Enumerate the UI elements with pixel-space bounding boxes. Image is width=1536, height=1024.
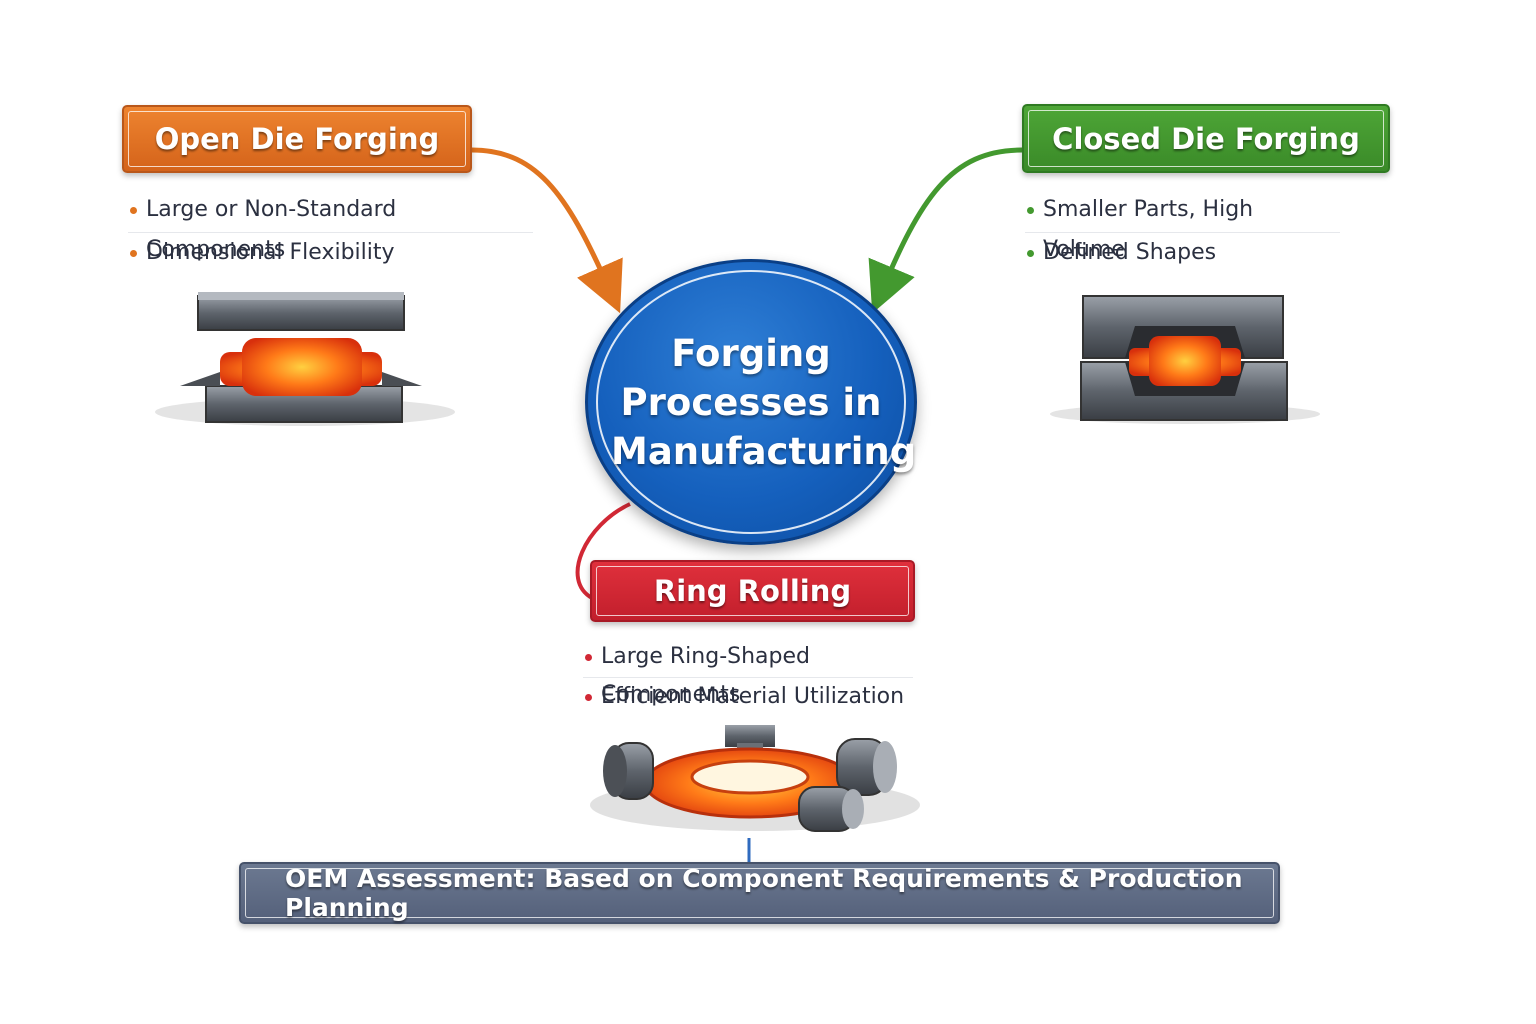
closed-die-forging-title: Closed Die Forging — [1052, 121, 1360, 156]
list-item: Dimensional Flexibility — [128, 233, 533, 275]
bullet-dot-icon — [130, 207, 137, 214]
open-die-forging-label: Open Die Forging — [122, 105, 472, 173]
oem-assessment-banner: OEM Assessment: Based on Component Requi… — [239, 862, 1280, 924]
closed-connector-arrow — [868, 147, 1023, 314]
bullet-dot-icon — [585, 654, 592, 661]
open-connector-arrow — [471, 147, 623, 314]
open-die-forging-title: Open Die Forging — [154, 122, 440, 156]
open-die-press-icon — [155, 292, 455, 426]
ring-rolling-title: Ring Rolling — [653, 574, 852, 608]
bullet-dot-icon — [1027, 207, 1034, 214]
closed-die-press-icon — [1050, 295, 1320, 424]
open-die-forging-bullets: Large or Non-Standard Components Dimensi… — [128, 190, 533, 275]
ring-connector-line — [575, 502, 631, 600]
list-item: Large or Non-Standard Components — [128, 190, 533, 262]
ring-rolling-machine-icon — [590, 725, 920, 832]
list-item: Large Ring-Shaped Components — [583, 638, 913, 707]
center-topic-circle: Forging Processes in Manufacturing — [585, 259, 917, 545]
ring-rolling-label: Ring Rolling — [590, 560, 915, 622]
closed-die-forging-bullets: Smaller Parts, High Volume Defined Shape… — [1025, 190, 1340, 275]
list-item: Smaller Parts, High Volume — [1025, 190, 1340, 262]
bullet-dot-icon — [1027, 250, 1034, 257]
center-topic-title: Forging Processes in Manufacturing — [611, 331, 917, 473]
list-item: Efficient Material Utilization — [583, 678, 913, 717]
list-item: Defined Shapes — [1025, 233, 1340, 275]
oem-assessment-text: OEM Assessment: Based on Component Requi… — [285, 864, 1243, 922]
ring-rolling-bullets: Large Ring-Shaped Components Efficient M… — [583, 638, 913, 717]
closed-die-forging-label: Closed Die Forging — [1022, 104, 1390, 173]
bullet-dot-icon — [585, 694, 592, 701]
bullet-dot-icon — [130, 250, 137, 257]
